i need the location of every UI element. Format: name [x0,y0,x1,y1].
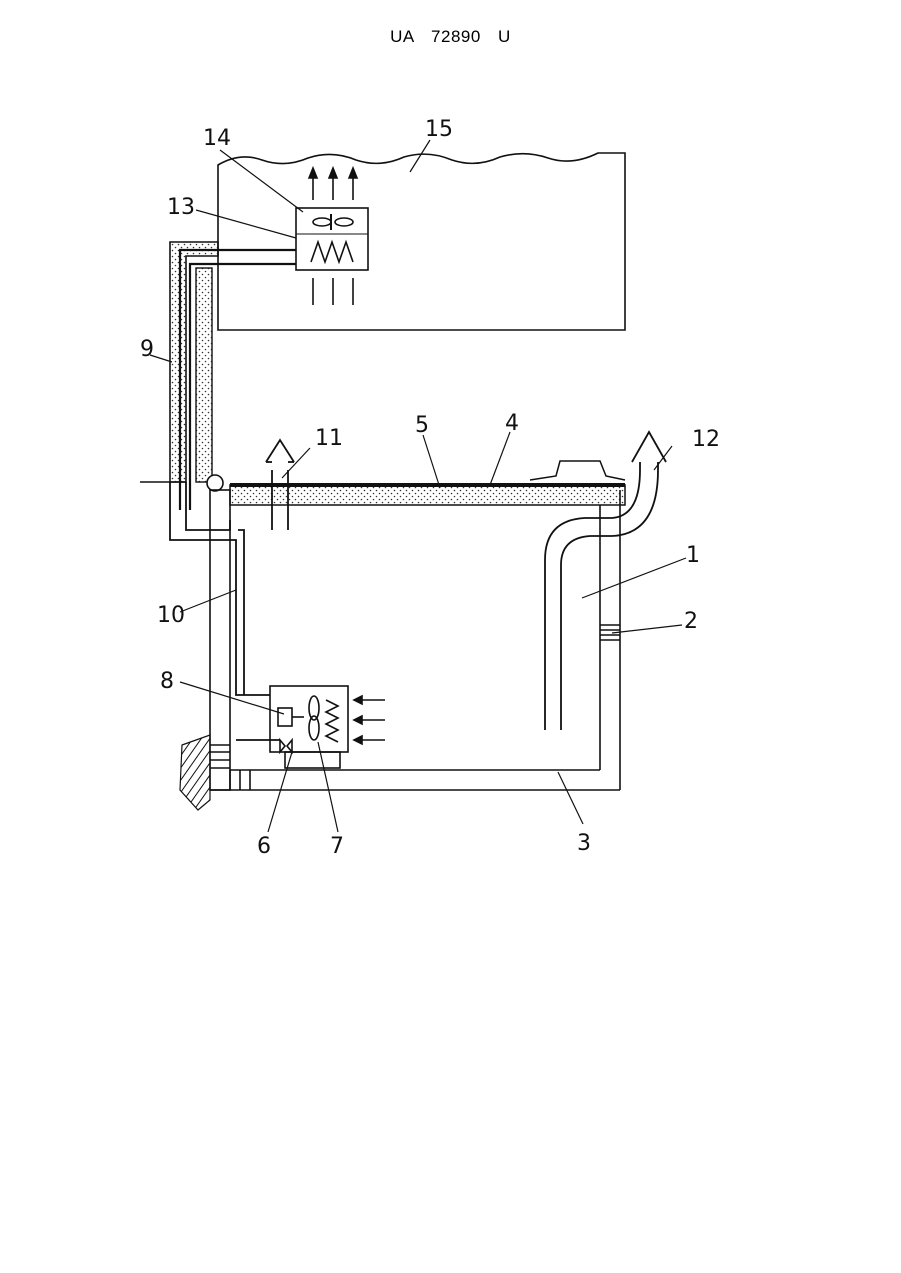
label-14: 14 [203,126,231,151]
label-2: 2 [684,609,698,634]
label-5: 5 [415,413,429,438]
heat-pump-unit-6-7-8 [270,686,385,768]
label-15: 15 [425,117,453,142]
label-1: 1 [686,543,700,568]
insulated-slab-4-5 [207,461,625,505]
label-4: 4 [505,411,519,436]
label-13: 13 [167,195,195,220]
label-6: 6 [257,834,271,859]
label-3: 3 [577,831,591,856]
exhaust-duct-1-12 [545,432,666,730]
label-8: 8 [160,669,174,694]
cellar-walls [210,490,620,790]
ground-hatching [180,735,210,810]
label-12: 12 [692,427,720,452]
label-7: 7 [330,834,344,859]
label-11: 11 [315,426,343,451]
label-9: 9 [140,337,154,362]
heated-room-15 [218,153,625,330]
label-10: 10 [157,603,185,628]
pipe-10 [170,482,280,740]
indoor-unit-13-14 [296,168,368,305]
